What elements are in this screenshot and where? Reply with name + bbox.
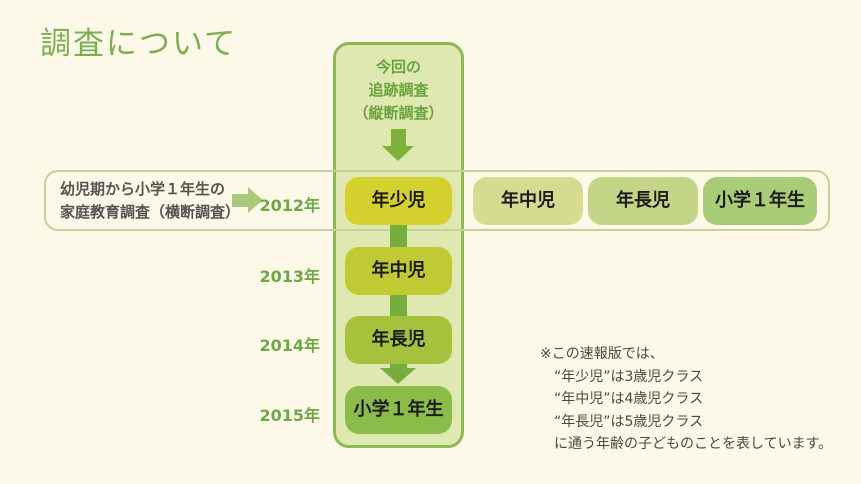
footnote-line4: “年長児”は5歳児クラス (554, 413, 704, 430)
stage-box-nencho: 年長児 (345, 316, 452, 364)
right-arrow-icon (232, 194, 248, 207)
year-label-2013: 2013年 (259, 267, 320, 286)
stage-box-nenchu: 年中児 (345, 247, 452, 295)
footnote-line1: ※この速報版では、 (540, 346, 664, 362)
footnote-line2: “年少児”は3歳児クラス (554, 368, 704, 385)
year-label-2015: 2015年 (259, 406, 320, 425)
longitudinal-header: 今回の 追跡調査 （縦断調査） (333, 56, 464, 125)
cross-stage-box-nenchu: 年中児 (473, 177, 583, 225)
right-arrowhead-icon (248, 187, 263, 213)
year-label-2012: 2012年 (259, 196, 320, 215)
page-title: 調査について (40, 26, 238, 62)
cross-stage-box-shogaku1: 小学１年生 (703, 177, 817, 225)
down-arrowhead-icon (382, 146, 414, 161)
down-arrow-icon (391, 129, 406, 147)
footnote-line3: “年中児”は4歳児クラス (554, 391, 704, 407)
footnote: ※この速報版では、 “年少児”は3歳児クラス “年中児”は4歳児クラス “年長児… (540, 343, 832, 456)
cross-stage-box-nencho: 年長児 (588, 177, 698, 225)
longitudinal-header-line3: （縦断調査） (353, 104, 444, 122)
cross-survey-label-line2: 家庭教育調査（横断調査） (60, 203, 241, 221)
stage-box-shogaku1: 小学１年生 (345, 386, 452, 434)
longitudinal-header-line1: 今回の (375, 58, 421, 76)
cross-survey-row (44, 170, 830, 231)
flow-arrowhead-icon (380, 368, 416, 384)
stage-box-nensho: 年少児 (345, 177, 452, 225)
longitudinal-header-line2: 追跡調査 (368, 81, 429, 99)
cross-survey-label: 幼児期から小学１年生の 家庭教育調査（横断調査） (60, 178, 240, 224)
footnote-line5: に通う年齢の子どものことを表しています。 (554, 436, 833, 452)
year-label-2014: 2014年 (259, 336, 320, 355)
cross-survey-label-line1: 幼児期から小学１年生の (60, 180, 226, 198)
